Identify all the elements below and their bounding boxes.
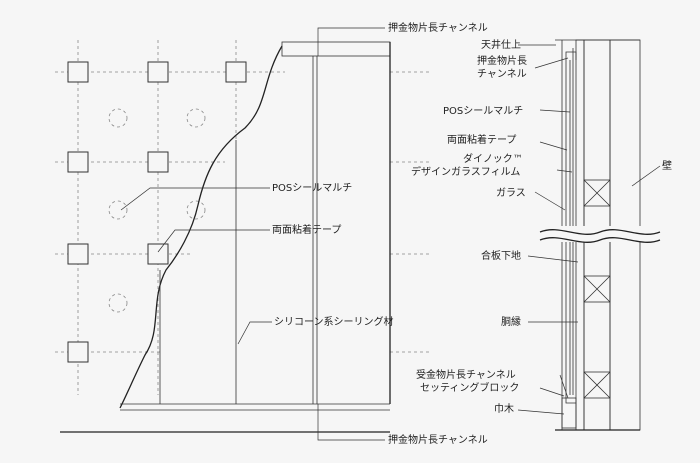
baseboard-label: 巾木 xyxy=(494,402,514,415)
pos-seal-label-right: POSシールマルチ xyxy=(443,105,523,117)
receiving-channel-label: 受金物片長チャンネル xyxy=(416,368,516,381)
top-channel-label: 押金物片長チャンネル xyxy=(388,21,488,34)
double-tape-label-left: 両面粘着テープ xyxy=(272,223,341,236)
plywood-base-label: 合板下地 xyxy=(481,249,521,262)
ceiling-lights xyxy=(108,108,206,313)
pos-seal-label-left: POSシールマルチ xyxy=(272,182,352,194)
dainoc-label-2: デザインガラスフィルム xyxy=(411,165,520,178)
wall-label: 壁 xyxy=(662,159,672,172)
ceiling-panels xyxy=(67,61,247,363)
ceiling-finish-label: 天井仕上 xyxy=(481,38,521,51)
right-leaders xyxy=(517,44,661,415)
top-channel-right-label-1: 押金物片長 xyxy=(477,54,527,67)
left-leaders xyxy=(120,27,385,441)
furring-strip-label: 胴縁 xyxy=(501,315,521,328)
wall-section xyxy=(539,39,661,431)
ceiling-grid xyxy=(55,40,430,395)
dainoc-label-1: ダイノック™ xyxy=(463,152,523,165)
silicone-sealant-label: シリコーン系シーリング材 xyxy=(274,315,394,328)
setting-block-label: セッティングブロック xyxy=(420,381,519,394)
double-tape-label-right: 両面粘着テープ xyxy=(447,133,516,146)
bottom-channel-label: 押金物片長チャンネル xyxy=(388,433,488,446)
glass-panel-elevation xyxy=(60,41,391,433)
glass-label: ガラス xyxy=(496,187,526,199)
top-channel-right-label-2: チャンネル xyxy=(477,68,527,80)
